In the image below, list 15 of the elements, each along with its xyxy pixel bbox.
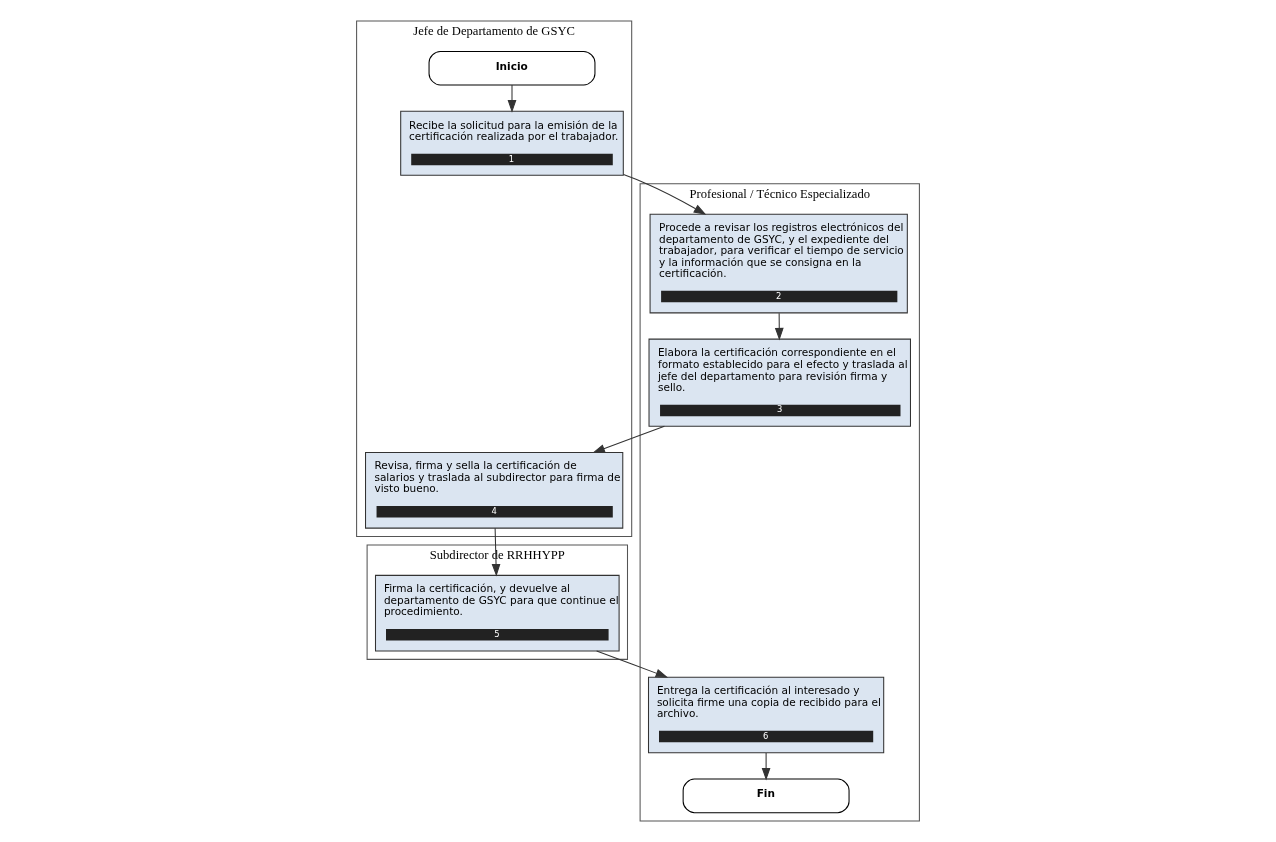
arrow (491, 527, 501, 577)
node-box: Recibe la solicitud para la emisión de la certificación realizada por el trabajador. 1 (400, 110, 624, 176)
arrow (761, 752, 771, 781)
node-box: Elabora la certificación correspondiente en el formato establecido para el efecto y traslada al jefe del departamento para revisión firma y sello. 3 (648, 338, 911, 427)
arrow (774, 312, 784, 341)
node-box: Inicio (428, 50, 596, 86)
arrow (592, 425, 665, 453)
node-box: Procede a revisar los registros electrónicos del departamento de GSYC, y el expediente del trabajador, para verificar el tiempo de servicio y la información que se consigna en la certificación. 2 (649, 213, 908, 314)
node-box: Firma la certificación, y devuelve al departamento de GSYC para que continue el procedimiento. 5 (374, 574, 620, 652)
arrow (507, 84, 517, 113)
node-box: Entrega la certificación al interesado y solicita firme una copia de recibido para el archivo. 6 (647, 676, 885, 754)
arrow (623, 174, 707, 215)
node-box: Revisa, firma y sella la certificación de salarios y traslada al subdirector para firma de visto bueno. 4 (365, 451, 624, 529)
node-box: Fin (682, 778, 850, 814)
arrow (596, 650, 669, 678)
